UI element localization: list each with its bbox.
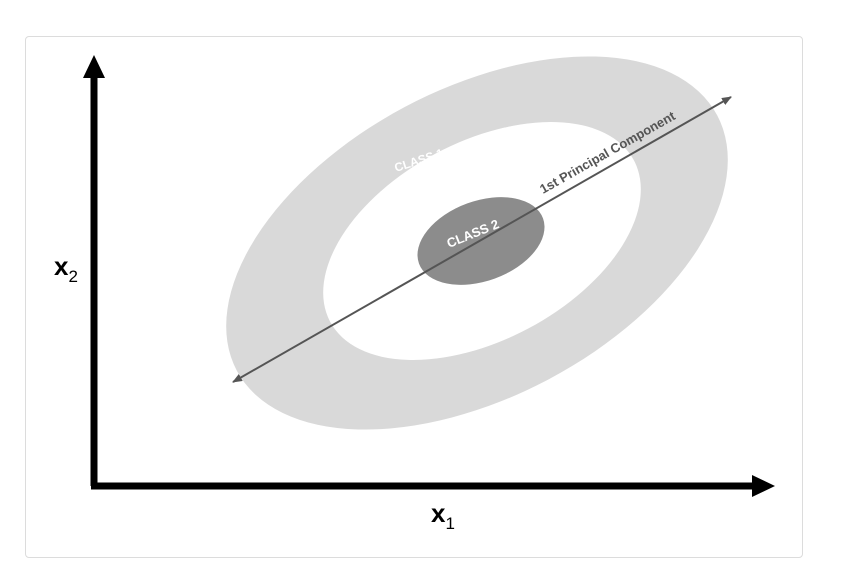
x-axis-label: x1: [431, 498, 455, 533]
principal-component-arrow: [232, 96, 732, 383]
y-axis-var: x: [54, 251, 69, 281]
x-axis-var: x: [431, 498, 446, 528]
y-axis-subscript: 2: [68, 267, 77, 286]
y-axis-label: x2: [54, 251, 78, 286]
x-axis-subscript: 1: [445, 514, 454, 533]
x-axis-arrowhead: [752, 475, 775, 497]
y-axis-arrowhead: [83, 55, 105, 78]
